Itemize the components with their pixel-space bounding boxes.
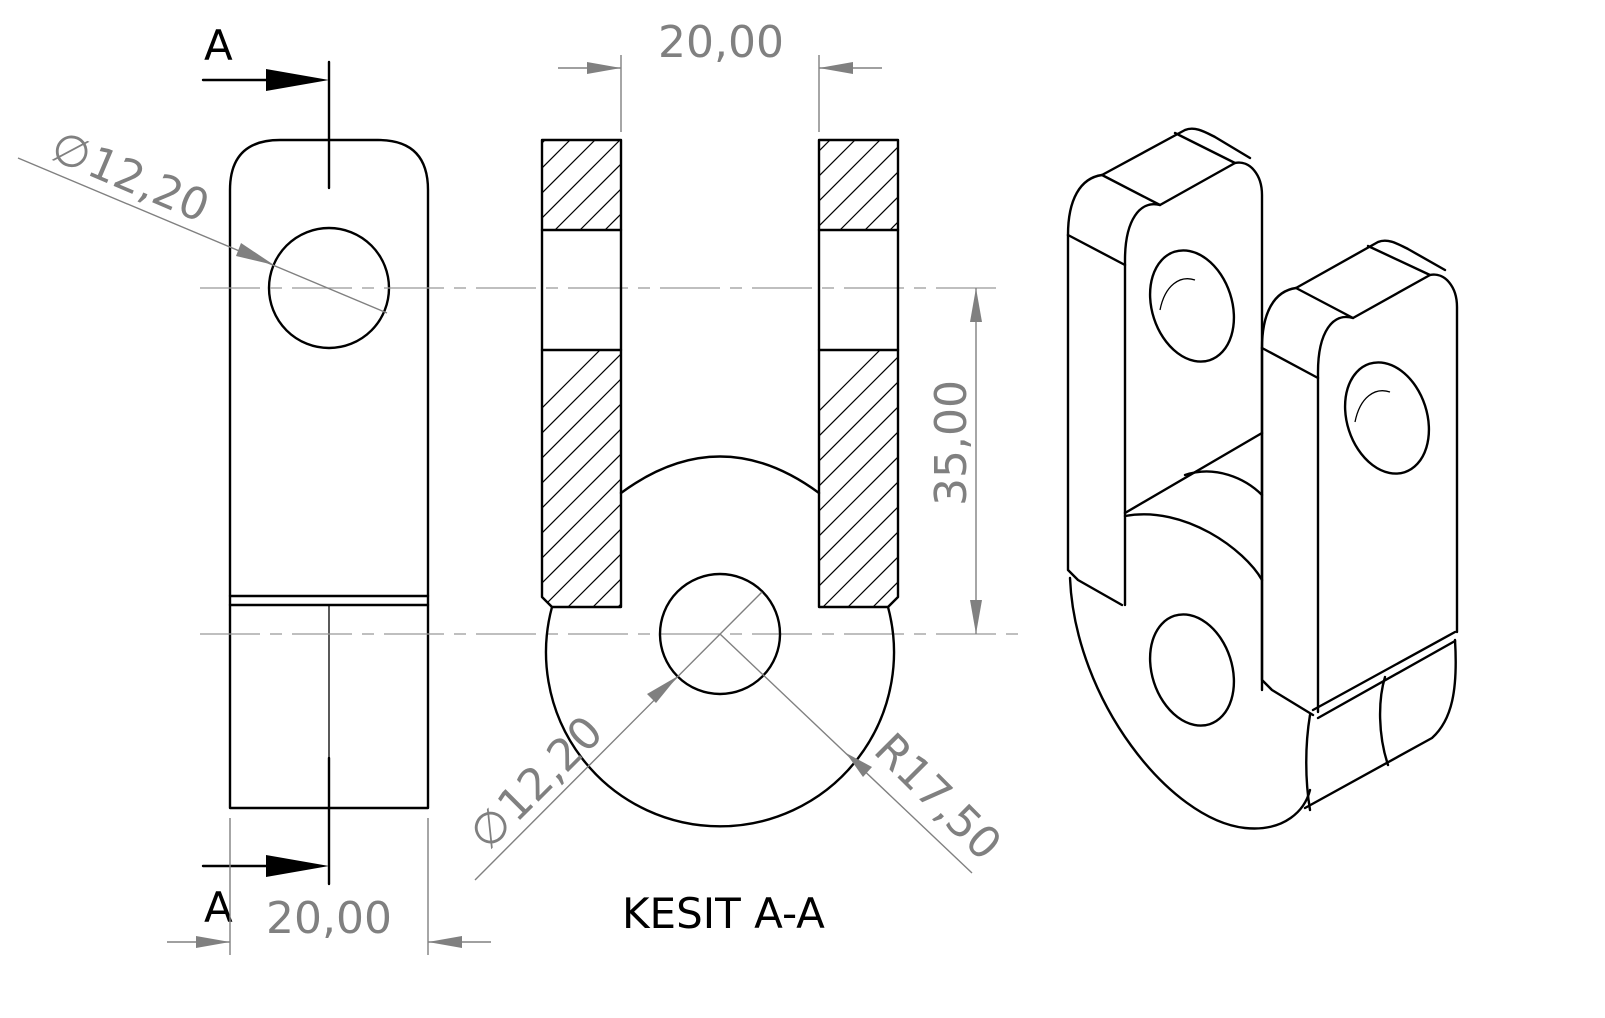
front-diameter-value: 12,20	[81, 137, 217, 233]
iso-base-top-edge	[1311, 630, 1457, 712]
front-view-width-dimension: 20,00	[167, 818, 491, 955]
iso-left-prong-side	[1066, 127, 1252, 237]
section-hatch-left-bottom	[542, 350, 621, 607]
front-width-value: 20,00	[266, 893, 392, 944]
iso-right-prong-outer	[1260, 346, 1315, 717]
iso-base-face-inner	[1123, 513, 1264, 582]
iso-left-prong-hole-inner	[1159, 278, 1196, 311]
isometric-view	[1066, 127, 1459, 830]
iso-right-prong-chamfer	[1260, 346, 1320, 380]
front-width-arrowhead-right	[428, 936, 462, 948]
cutting-plane-bottom-arrowhead	[266, 855, 329, 877]
iso-right-prong-front	[1316, 273, 1459, 714]
iso-base-hole	[1148, 613, 1236, 727]
iso-left-prong-top-edge-2	[1173, 131, 1237, 165]
section-gap-width-dimension: 20,00	[558, 17, 882, 132]
iso-left-prong-chamfer	[1066, 233, 1127, 267]
iso-left-prong-top-edge	[1100, 173, 1162, 207]
section-base-arc	[544, 605, 896, 828]
iso-right-prong-top-edge	[1294, 286, 1355, 320]
iso-left-prong-outer	[1066, 233, 1124, 607]
section-diameter-leader	[474, 591, 763, 881]
section-hatch-right-top	[819, 140, 898, 230]
iso-right-prong-side	[1260, 239, 1447, 350]
section-gap-arrowhead-left	[587, 62, 621, 74]
section-label-top: A	[204, 21, 233, 70]
front-diameter-arrowhead	[236, 243, 274, 265]
section-gap-arrowhead-right	[819, 62, 853, 74]
iso-left-prong-hole	[1148, 249, 1236, 363]
section-right-prong	[817, 138, 900, 609]
section-diameter-arrowhead	[647, 676, 678, 703]
front-view-outline	[228, 138, 430, 810]
section-radius-value: R17,50	[864, 724, 1011, 871]
section-left-prong	[540, 138, 623, 609]
section-radius-arrowhead	[846, 753, 872, 777]
section-height-value: 35,00	[926, 380, 977, 506]
section-gap-width-value: 20,00	[658, 17, 784, 68]
iso-base-top-edge-2	[1316, 639, 1457, 720]
section-height-arrowhead-top	[970, 288, 982, 322]
section-diameter-value: 12,20	[488, 706, 613, 831]
section-radius-dimension: R17,50	[719, 633, 1011, 874]
section-gap-arc	[619, 455, 821, 495]
section-height-dimension: 35,00	[926, 288, 982, 634]
section-hole-diameter-dimension: ∅ 12,20	[460, 591, 763, 881]
front-width-arrowhead-left	[196, 936, 230, 948]
section-hole	[658, 572, 782, 696]
section-view	[540, 138, 900, 828]
cutting-plane-top-arrowhead	[266, 69, 329, 91]
section-label-bottom: A	[204, 883, 233, 932]
iso-left-prong-front	[1123, 161, 1264, 692]
iso-right-prong-top-edge-2	[1366, 244, 1432, 277]
front-view-diameter-dimension: ∅ 12,20	[17, 121, 388, 314]
iso-base-cylinder-mid	[1378, 675, 1390, 767]
iso-base-face	[1068, 576, 1312, 830]
section-height-arrowhead-bottom	[970, 600, 982, 634]
iso-right-prong-hole-inner	[1354, 390, 1391, 423]
iso-right-prong-hole	[1343, 361, 1431, 475]
section-cutting-plane: A A	[201, 21, 331, 932]
iso-base-cylinder-bottom	[1305, 713, 1312, 812]
section-radius-leader	[719, 633, 973, 874]
section-hatch-left-top	[542, 140, 621, 230]
section-hatch-right-bottom	[819, 350, 898, 607]
iso-gap-curve	[1183, 470, 1264, 497]
front-diameter-leader	[17, 157, 388, 314]
section-title: KESIT A-A	[622, 889, 825, 938]
iso-base-cylinder-edge	[1303, 638, 1457, 810]
